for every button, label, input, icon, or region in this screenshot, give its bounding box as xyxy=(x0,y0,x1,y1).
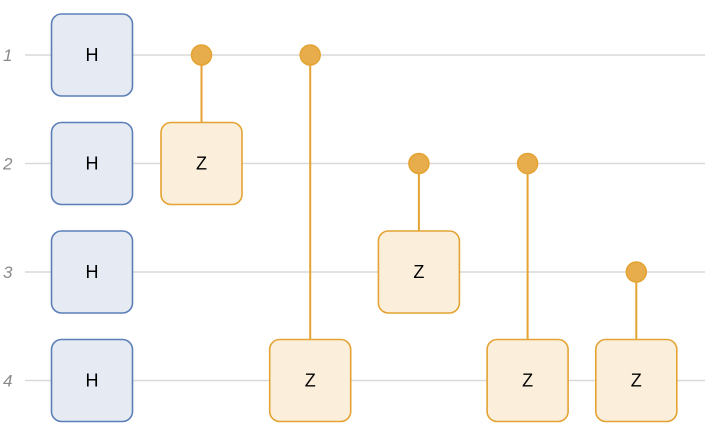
wire-label: 3 xyxy=(3,263,13,282)
z-gate xyxy=(268,338,352,423)
wire-label: 4 xyxy=(3,372,12,391)
hadamard-gate xyxy=(50,338,134,423)
z-gate xyxy=(160,121,243,206)
control-dot xyxy=(408,152,430,175)
wire-label: 1 xyxy=(3,46,12,65)
hadamard-gate xyxy=(50,13,134,97)
wire-label: 2 xyxy=(2,155,13,174)
gate-label: Z xyxy=(305,371,316,391)
z-gate xyxy=(377,230,461,314)
hadamard-gate xyxy=(50,230,134,314)
gate-label: Z xyxy=(196,154,207,174)
control-dot xyxy=(516,152,539,175)
gate-label: Z xyxy=(631,371,642,391)
z-gate xyxy=(594,338,678,423)
gate-label: H xyxy=(86,371,99,391)
gate-label: Z xyxy=(413,262,424,282)
gate-label: H xyxy=(86,262,99,282)
control-dot xyxy=(625,261,648,283)
gate-label: Z xyxy=(522,371,533,391)
z-gate xyxy=(486,338,569,423)
gate-label: H xyxy=(86,45,99,65)
hadamard-gate xyxy=(50,121,134,206)
gate-label: H xyxy=(86,154,99,174)
control-dot xyxy=(190,44,213,66)
control-dot xyxy=(299,44,321,66)
